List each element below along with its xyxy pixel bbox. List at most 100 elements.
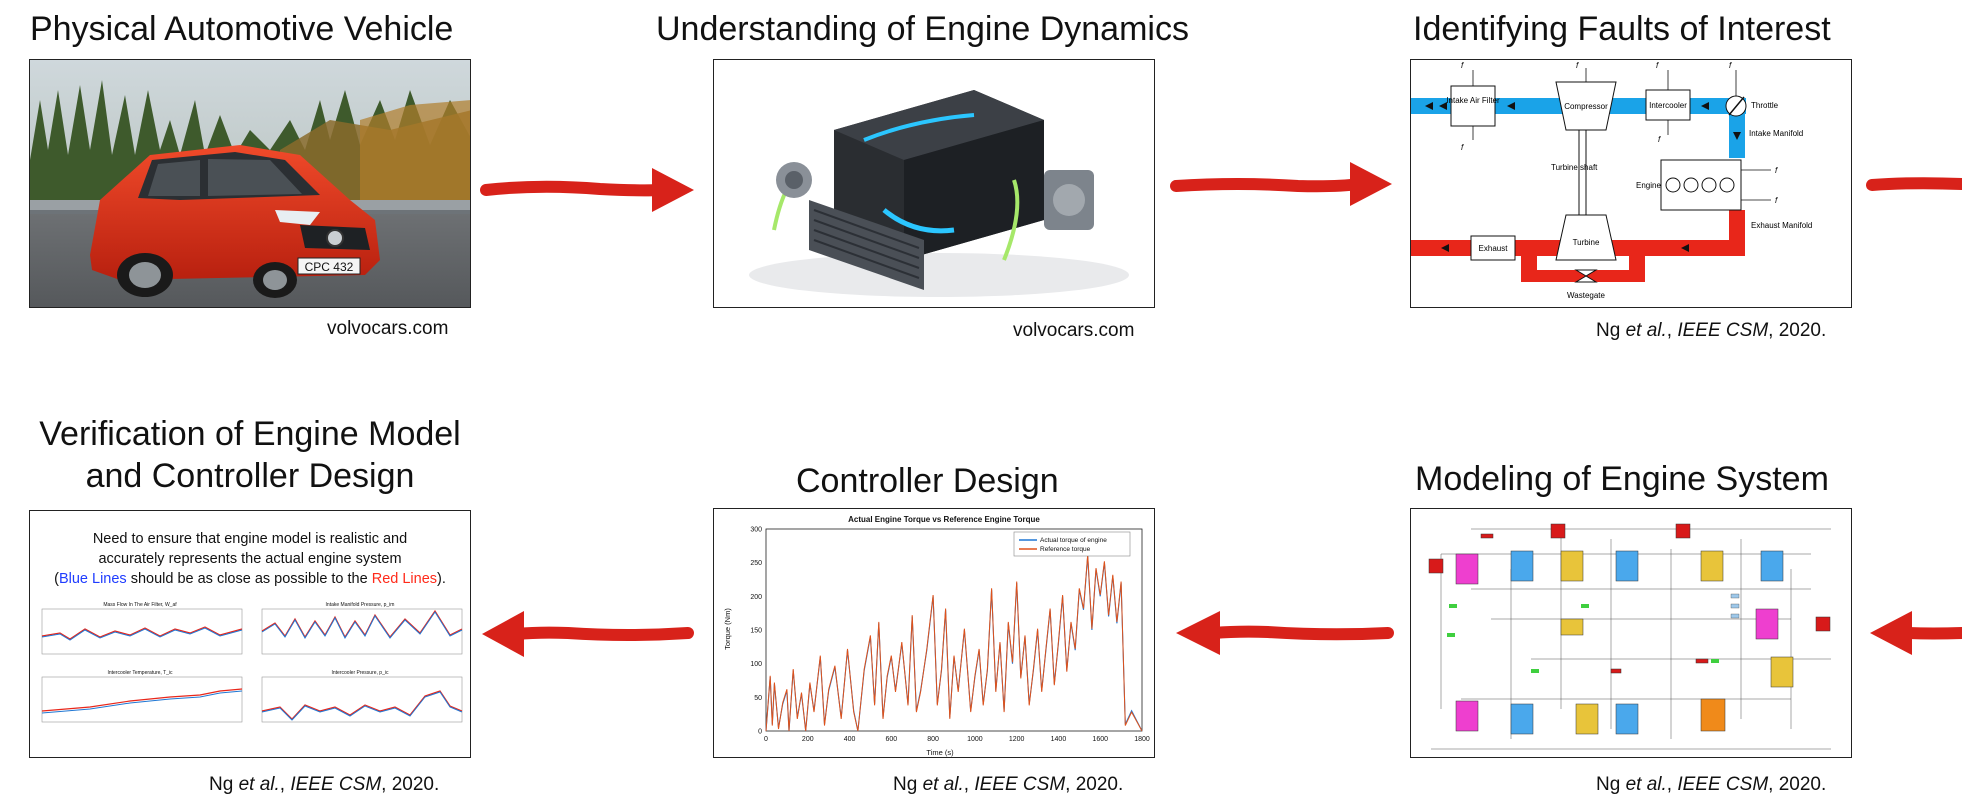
- note-red: Red Lines: [371, 571, 438, 587]
- caption-sep: ,: [963, 774, 975, 795]
- x-tick-label: 800: [927, 736, 939, 743]
- caption-etal: et al.: [238, 774, 280, 795]
- vehicle-photo: CPC 432: [29, 59, 471, 308]
- caption-etal: et al.: [1625, 774, 1667, 795]
- license-plate: CPC 432: [305, 260, 354, 274]
- caption-year: , 2020.: [1768, 320, 1827, 341]
- caption-journal: IEEE CSM: [1677, 774, 1769, 795]
- faults-diagram: Intake Air Filter Compressor Intercooler…: [1410, 59, 1852, 308]
- x-tick-label: 600: [885, 736, 897, 743]
- car-illustration: CPC 432: [30, 60, 470, 307]
- throttle-label: Throttle: [1751, 101, 1779, 110]
- x-tick-label: 1200: [1009, 736, 1025, 743]
- caption-sep: ,: [1666, 774, 1678, 795]
- reference-torque-line: [765, 554, 1143, 732]
- x-tick-label: 1000: [967, 736, 983, 743]
- chart-title: Actual Engine Torque vs Reference Engine…: [848, 515, 1040, 524]
- wastegate-label: Wastegate: [1567, 291, 1605, 300]
- note-middle: should be as close as possible to the: [126, 571, 372, 587]
- plot-area: [765, 528, 1143, 732]
- mini-title-2: Intake Manifold Pressure, p_im: [326, 602, 395, 608]
- compressor-label: Compressor: [1564, 102, 1608, 111]
- svg-text:f: f: [1658, 135, 1661, 144]
- engine-illustration: [749, 90, 1129, 297]
- x-tick-label: 1800: [1134, 736, 1150, 743]
- caption-author: Ng: [209, 774, 239, 795]
- svg-text:f: f: [1461, 61, 1464, 70]
- verification-title-line1: Verification of Engine Model: [39, 415, 461, 453]
- chart-legend: Actual torque of engine Reference torque: [1013, 531, 1131, 557]
- y-axis-label: Torque (Nm): [723, 608, 732, 650]
- verification-mini-charts: Mass Flow In The Air Filter, W_af Intake…: [41, 602, 463, 723]
- svg-text:f: f: [1656, 61, 1659, 70]
- note-line1: Need to ensure that engine model is real…: [92, 531, 408, 547]
- left-arrow-icon: [482, 611, 694, 657]
- exhaust-label: Exhaust: [1479, 244, 1509, 253]
- caption-journal: IEEE CSM: [1677, 320, 1769, 341]
- caption-year: , 2020.: [381, 774, 440, 795]
- y-tick-label: 50: [754, 695, 762, 702]
- intake-air-filter-label: Intake Air Filter: [1446, 96, 1500, 105]
- modeling-diagram: [1410, 508, 1852, 758]
- controller-title: Controller Design: [796, 462, 1059, 500]
- vehicle-caption: volvocars.com: [327, 318, 449, 339]
- right-arrow-icon: [1866, 177, 1962, 191]
- caption-year: , 2020.: [1768, 774, 1827, 795]
- turbine-label: Turbine: [1573, 238, 1600, 247]
- exhaust-manifold-label: Exhaust Manifold: [1751, 221, 1812, 230]
- x-tick-label: 1400: [1051, 736, 1067, 743]
- engine-caption: volvocars.com: [1013, 320, 1135, 341]
- verification-note: Need to ensure that engine model is real…: [30, 529, 470, 589]
- svg-text:f: f: [1461, 143, 1464, 152]
- mini-title-1: Mass Flow In The Air Filter, W_af: [103, 602, 177, 608]
- intake-manifold-label: Intake Manifold: [1749, 129, 1803, 138]
- svg-text:f: f: [1775, 196, 1778, 205]
- legend-actual: Actual torque of engine: [1040, 537, 1107, 544]
- left-arrow-icon: [1176, 611, 1394, 655]
- vehicle-title: Physical Automotive Vehicle: [30, 10, 454, 48]
- verification-title: Verification of Engine Model and Control…: [20, 413, 480, 497]
- x-axis-label: Time (s): [926, 748, 954, 757]
- y-tick-label: 100: [750, 661, 762, 668]
- caption-journal: IEEE CSM: [974, 774, 1066, 795]
- intercooler-label: Intercooler: [1649, 101, 1687, 110]
- caption-journal: IEEE CSM: [290, 774, 382, 795]
- right-arrow-icon: [1170, 162, 1392, 206]
- y-tick-label: 250: [750, 560, 762, 567]
- note-end: ).: [437, 571, 446, 587]
- caption-etal: et al.: [1625, 320, 1667, 341]
- simulink-model: [1428, 523, 1831, 750]
- right-arrow-icon: [480, 168, 694, 212]
- caption-author: Ng: [1596, 774, 1626, 795]
- controller-chart-frame: Actual Engine Torque vs Reference Engine…: [713, 508, 1155, 758]
- note-paren-open: (: [54, 571, 59, 587]
- engine-label: Engine: [1636, 181, 1661, 190]
- x-tick-label: 1600: [1092, 736, 1108, 743]
- y-tick-label: 150: [750, 628, 762, 635]
- svg-text:f: f: [1576, 61, 1579, 70]
- verification-title-line2: and Controller Design: [85, 457, 415, 495]
- x-tick-label: 400: [844, 736, 856, 743]
- svg-text:f: f: [1729, 61, 1732, 70]
- y-tick-label: 200: [750, 594, 762, 601]
- x-tick-label: 200: [802, 736, 814, 743]
- caption-sep: ,: [1666, 320, 1678, 341]
- faults-title: Identifying Faults of Interest: [1413, 10, 1831, 48]
- engine-dynamics-title: Understanding of Engine Dynamics: [656, 10, 1189, 48]
- verification-panel: Need to ensure that engine model is real…: [29, 510, 471, 758]
- caption-author: Ng: [1596, 320, 1626, 341]
- left-arrow-icon: [1870, 611, 1962, 655]
- note-blue: Blue Lines: [58, 571, 127, 587]
- controller-caption: Ng et al., IEEE CSM, 2020.: [893, 774, 1123, 796]
- mini-title-3: Intercooler Temperature, T_ic: [107, 670, 173, 676]
- modeling-caption: Ng et al., IEEE CSM, 2020.: [1596, 774, 1826, 796]
- engine-photo: [713, 59, 1155, 308]
- mini-title-4: Intercooler Pressure, p_ic: [332, 670, 389, 676]
- caption-etal: et al.: [922, 774, 964, 795]
- caption-author: Ng: [893, 774, 923, 795]
- note-line2: accurately represents the actual engine …: [98, 551, 402, 567]
- faults-caption: Ng et al., IEEE CSM, 2020.: [1596, 320, 1826, 342]
- legend-reference: Reference torque: [1040, 546, 1091, 553]
- torque-chart: Actual Engine Torque vs Reference Engine…: [723, 515, 1150, 757]
- svg-text:f: f: [1775, 166, 1778, 175]
